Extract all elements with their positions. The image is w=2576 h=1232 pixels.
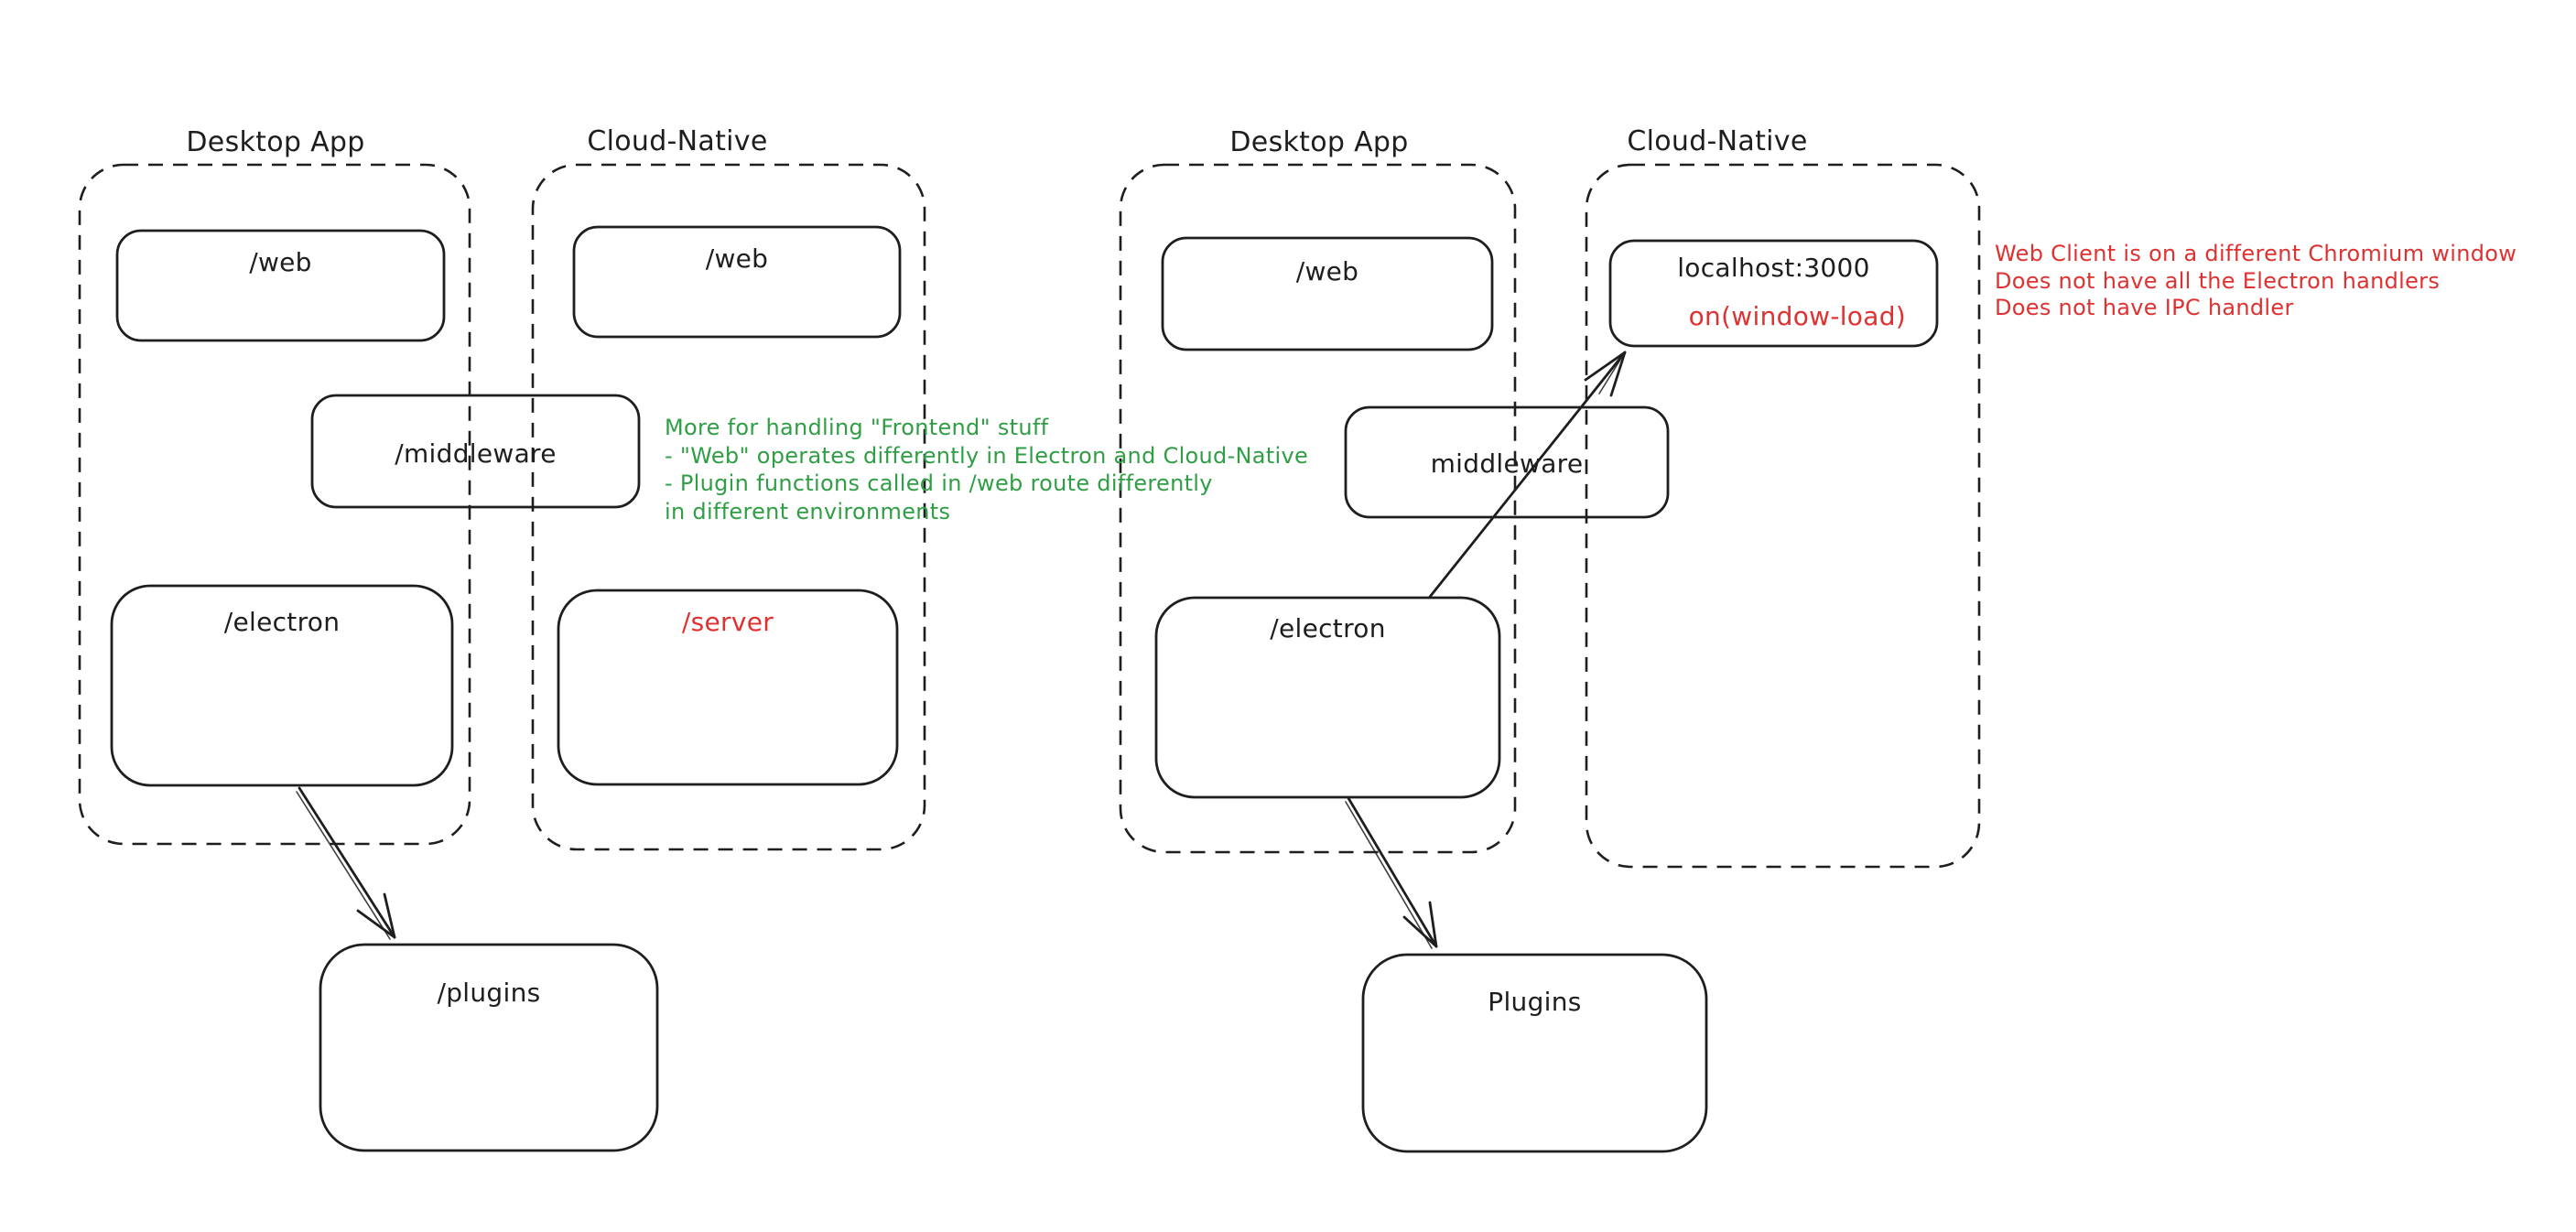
right-cloud-native-label[interactable]: Cloud-Native — [1627, 125, 1808, 157]
left-desktop-app-container[interactable] — [78, 163, 471, 846]
left-desktop-app-label[interactable]: Desktop App — [186, 126, 365, 158]
frontend-note-line-2: - "Web" operates differently in Electron… — [665, 442, 1309, 469]
right-cloud-native-container[interactable] — [1585, 163, 1981, 869]
left-web-desktop-label[interactable]: /web — [249, 247, 312, 277]
frontend-note-line-3: - Plugin functions called in /web route … — [665, 470, 1213, 496]
left-plugins-box[interactable] — [319, 943, 659, 1152]
left-plugins-label[interactable]: /plugins — [437, 978, 541, 1008]
right-web-desktop-label[interactable]: /web — [1295, 256, 1359, 286]
right-middleware-box[interactable] — [1344, 405, 1670, 519]
left-cloud-native-label[interactable]: Cloud-Native — [587, 125, 768, 157]
right-middleware-label[interactable]: middleware — [1430, 448, 1584, 479]
right-window-load-label[interactable]: on(window-load) — [1688, 301, 1906, 331]
right-localhost-label[interactable]: localhost:3000 — [1677, 253, 1870, 283]
left-web-cloud-label[interactable]: /web — [705, 243, 769, 274]
right-plugins-label[interactable]: Plugins — [1488, 987, 1582, 1017]
frontend-note-line-4: in different environments — [665, 498, 951, 524]
arrow-left-electron-to-plugins[interactable] — [296, 786, 396, 940]
right-desktop-app-label[interactable]: Desktop App — [1229, 126, 1409, 158]
web-client-note[interactable]: Web Client is on a different Chromium wi… — [1995, 241, 2516, 322]
web-client-note-line-1: Web Client is on a different Chromium wi… — [1995, 241, 2517, 266]
left-web-desktop-box[interactable] — [115, 229, 446, 342]
web-client-note-line-3: Does not have IPC handler — [1995, 295, 2294, 320]
right-electron-box[interactable] — [1154, 596, 1501, 799]
right-web-desktop-box[interactable] — [1161, 236, 1494, 351]
left-electron-box[interactable] — [110, 584, 454, 787]
right-electron-label[interactable]: /electron — [1270, 613, 1386, 643]
left-server-box[interactable] — [557, 589, 899, 786]
left-server-label[interactable]: /server — [681, 607, 774, 637]
left-web-cloud-box[interactable] — [572, 225, 902, 339]
right-plugins-box[interactable] — [1361, 953, 1708, 1153]
frontend-note-line-1: More for handling "Frontend" stuff — [665, 415, 1049, 440]
frontend-note[interactable]: More for handling "Frontend" stuff - "We… — [665, 414, 1308, 525]
left-middleware-label[interactable]: /middleware — [395, 438, 557, 469]
right-localhost-box[interactable] — [1608, 239, 1939, 348]
left-middleware-box[interactable] — [310, 394, 641, 509]
left-electron-label[interactable]: /electron — [223, 607, 341, 637]
right-desktop-app-container[interactable] — [1119, 163, 1517, 854]
web-client-note-line-2: Does not have all the Electron handlers — [1995, 267, 2441, 294]
arrow-right-electron-to-plugins[interactable] — [1345, 796, 1438, 949]
arrow-right-electron-to-localhost[interactable] — [1428, 351, 1627, 599]
